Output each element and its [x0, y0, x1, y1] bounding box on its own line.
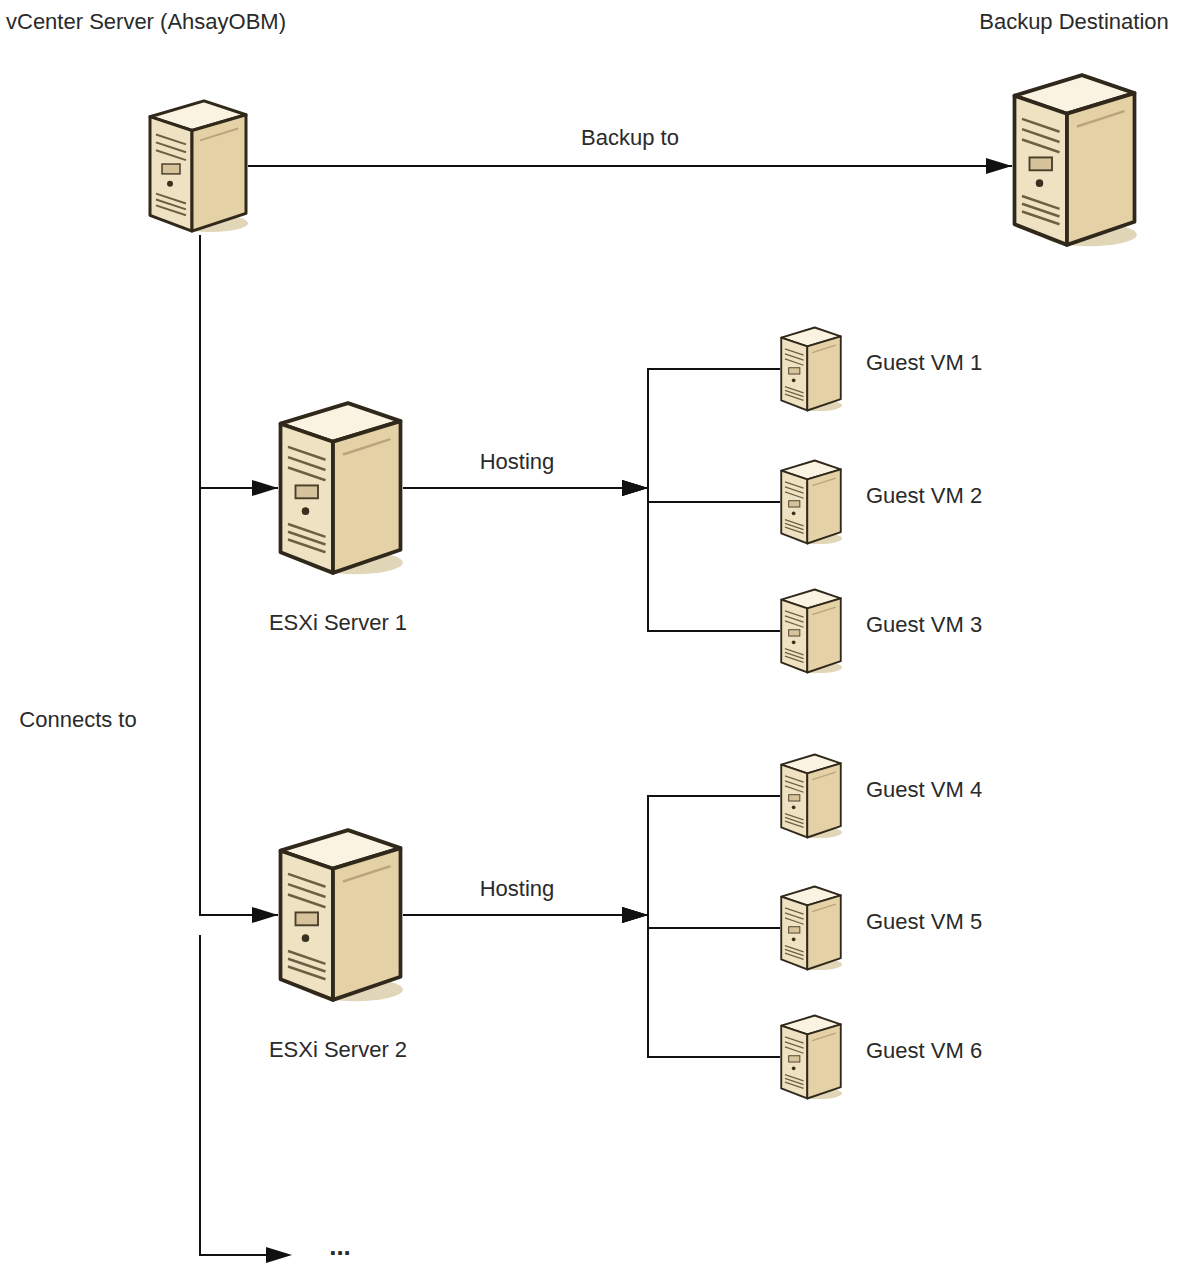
node-label: Backup Destination: [979, 9, 1169, 35]
server-icon: [780, 1013, 842, 1101]
connector: [403, 907, 780, 928]
server-icon: [1012, 70, 1137, 250]
edge-label: Hosting: [477, 876, 558, 902]
edge-label: Connects to: [16, 707, 139, 733]
server-node: ESXi Server 1: [278, 398, 403, 578]
node-label: Guest VM 4: [866, 777, 982, 803]
connector-line: [248, 165, 1012, 167]
node-label: vCenter Server (AhsayOBM): [6, 9, 286, 35]
connector: [403, 796, 780, 923]
connector: [200, 235, 278, 923]
arrowhead: [622, 907, 648, 923]
node-label: Guest VM 6: [866, 1038, 982, 1064]
node-label: Guest VM 2: [866, 483, 982, 509]
server-node: Backup Destination: [1012, 70, 1137, 250]
arrowhead: [622, 480, 648, 496]
server-icon: [278, 398, 403, 578]
connector-line: [403, 915, 780, 1057]
arrowhead: [252, 480, 278, 496]
server-node: Guest VM 1: [780, 325, 842, 413]
connector: [403, 369, 780, 496]
continuation-arrowhead: [266, 1247, 292, 1263]
connector-line: [403, 915, 780, 928]
node-label: ESXi Server 2: [269, 1037, 407, 1063]
connector: [248, 158, 1012, 174]
node-label: Guest VM 5: [866, 909, 982, 935]
arrowhead: [252, 907, 278, 923]
server-icon: [278, 825, 403, 1005]
server-icon: [148, 97, 248, 235]
edge-label: Backup to: [578, 125, 682, 151]
server-node: Guest VM 4: [780, 752, 842, 840]
connector-line: [200, 235, 278, 915]
server-icon: [780, 884, 842, 972]
arrowhead: [986, 158, 1012, 174]
connector-line: [403, 488, 780, 631]
continuation-mark: ...: [329, 1233, 351, 1259]
server-node: Guest VM 5: [780, 884, 842, 972]
edge-label: Hosting: [477, 449, 558, 475]
arrowhead: [622, 907, 648, 923]
continuation-line: [200, 935, 268, 1255]
connector-line: [403, 369, 780, 488]
node-label: ESXi Server 1: [269, 610, 407, 636]
server-icon: [780, 587, 842, 675]
connector-line: [200, 235, 278, 488]
server-node: Guest VM 2: [780, 458, 842, 546]
connector-line: [403, 488, 780, 502]
server-node: Guest VM 3: [780, 587, 842, 675]
arrowhead: [622, 480, 648, 496]
connector: [403, 907, 780, 1057]
server-node: vCenter Server (AhsayOBM): [148, 97, 248, 235]
node-label: Guest VM 1: [866, 350, 982, 376]
server-icon: [780, 458, 842, 546]
connector: [403, 480, 780, 631]
arrowhead: [622, 907, 648, 923]
connector-line: [403, 796, 780, 915]
node-label: Guest VM 3: [866, 612, 982, 638]
arrowhead: [622, 480, 648, 496]
server-node: Guest VM 6: [780, 1013, 842, 1101]
server-icon: [780, 752, 842, 840]
server-icon: [780, 325, 842, 413]
connector: [200, 235, 278, 496]
connector: [403, 480, 780, 502]
server-node: ESXi Server 2: [278, 825, 403, 1005]
